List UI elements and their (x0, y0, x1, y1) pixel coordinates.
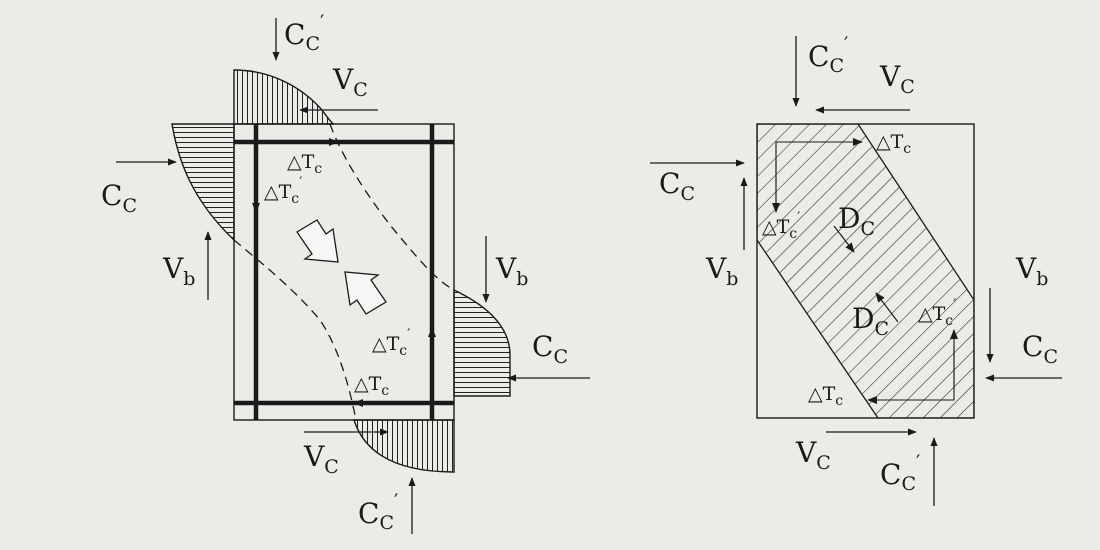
right-dt-bottom-prime-label: △Tc′ (918, 297, 956, 329)
right-joint-outline (756, 123, 975, 419)
left-bottom-stress-block (353, 419, 455, 473)
right-bottom-shear-label: VC (795, 436, 831, 474)
right-dt-top-prime-label: △Tc′ (762, 210, 800, 242)
right-dt-top-label: △Tc (876, 131, 911, 157)
left-dt-top-label: △Tc (287, 151, 322, 177)
right-top-shear-label: VC (879, 60, 915, 98)
left-top-stress-block (233, 69, 335, 125)
left-right-stress-block (453, 288, 511, 397)
right-top-force-label: CC′ (808, 33, 848, 77)
left-top-force-label: CC′ (284, 11, 324, 55)
left-right-compression-label: CC (532, 330, 568, 368)
right-right-compression-label: CC (1022, 330, 1058, 368)
left-strut-arrow-up (344, 271, 387, 315)
left-joint-outline (233, 123, 455, 421)
right-right-beam-shear-label: Vb (1015, 252, 1048, 290)
left-panel: CC′ VC CC Vb Vb CC VC CC′ △Tc △Tc′ △Tc′ … (101, 11, 590, 534)
right-left-beam-shear-label: Vb (705, 252, 738, 290)
right-strut-top-label: DC (838, 202, 875, 240)
left-dt-bottom-prime-label: △Tc′ (372, 327, 410, 359)
right-strut-top-arrow (833, 225, 855, 253)
left-right-beam-shear-label: Vb (495, 252, 528, 290)
left-strut-boundary-upper (329, 123, 455, 291)
left-bottom-force-label: CC′ (358, 490, 398, 534)
left-dt-top-prime-label: △Tc′ (264, 175, 302, 207)
left-dt-bottom-label: △Tc (354, 373, 389, 399)
left-left-stress-block (171, 123, 235, 242)
left-strut-arrow-down (296, 219, 339, 263)
right-strut-bottom-arrow (875, 292, 899, 323)
left-left-beam-shear-label: Vb (162, 252, 195, 290)
right-left-compression-label: CC (659, 167, 695, 205)
right-strut-bottom-label: DC (852, 302, 889, 340)
right-diagonal-strut (757, 124, 974, 418)
right-dt-bottom-label: △Tc (808, 383, 843, 409)
left-top-shear-label: VC (332, 63, 368, 101)
left-bottom-shear-label: VC (303, 440, 339, 478)
left-strut-boundary-lower (233, 239, 357, 421)
right-panel: CC′ VC CC Vb Vb CC VC CC′ △Tc △Tc′ DC DC… (650, 33, 1062, 506)
left-left-compression-label: CC (101, 179, 137, 217)
right-bottom-force-label: CC′ (880, 451, 920, 495)
